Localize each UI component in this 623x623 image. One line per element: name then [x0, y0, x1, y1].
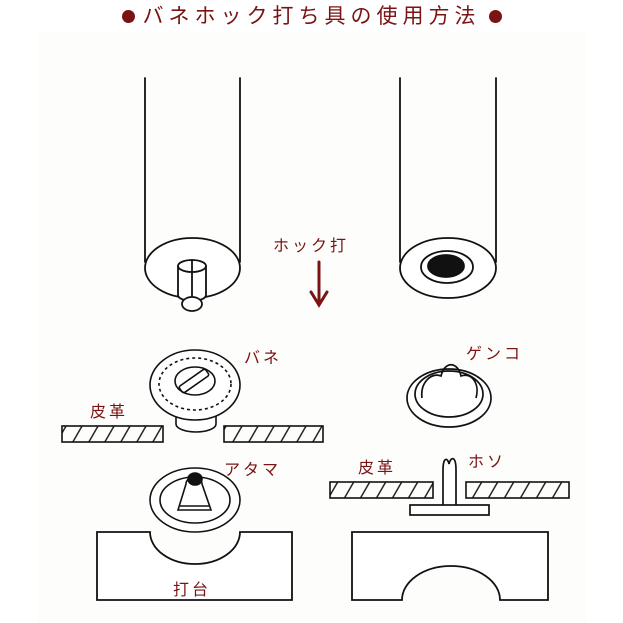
label-hoso: ホソ: [468, 452, 506, 471]
page-title: バネホック打ち具の使用方法: [142, 4, 481, 28]
left-leather-strips: [61, 425, 324, 443]
hoso-part: [409, 457, 490, 516]
genko-part: [406, 363, 492, 428]
label-genko: ゲンコ: [466, 344, 523, 363]
left-anvil: [96, 531, 293, 601]
title-bar: バネホック打ち具の使用方法: [0, 0, 623, 32]
title-bullet-right-icon: [488, 9, 502, 23]
label-atama: アタマ: [224, 460, 281, 479]
title-bullet-left-icon: [121, 9, 135, 23]
label-bane: バネ: [244, 348, 282, 367]
label-uchidai: 打台: [173, 580, 211, 599]
label-hock-uchi: ホック打: [273, 236, 349, 255]
bane-part: [149, 349, 241, 433]
left-punch-tip: [177, 259, 207, 312]
diagram-panel: [38, 32, 586, 623]
label-hikaku-right: 皮革: [358, 458, 396, 477]
right-leather-strips: [329, 481, 570, 499]
left-punch-tool: [144, 77, 241, 312]
right-punch-tool: [399, 77, 497, 299]
down-arrow-icon: [309, 260, 329, 308]
right-anvil: [351, 531, 549, 601]
atama-part: [149, 467, 241, 533]
label-hikaku-left: 皮革: [90, 402, 128, 421]
